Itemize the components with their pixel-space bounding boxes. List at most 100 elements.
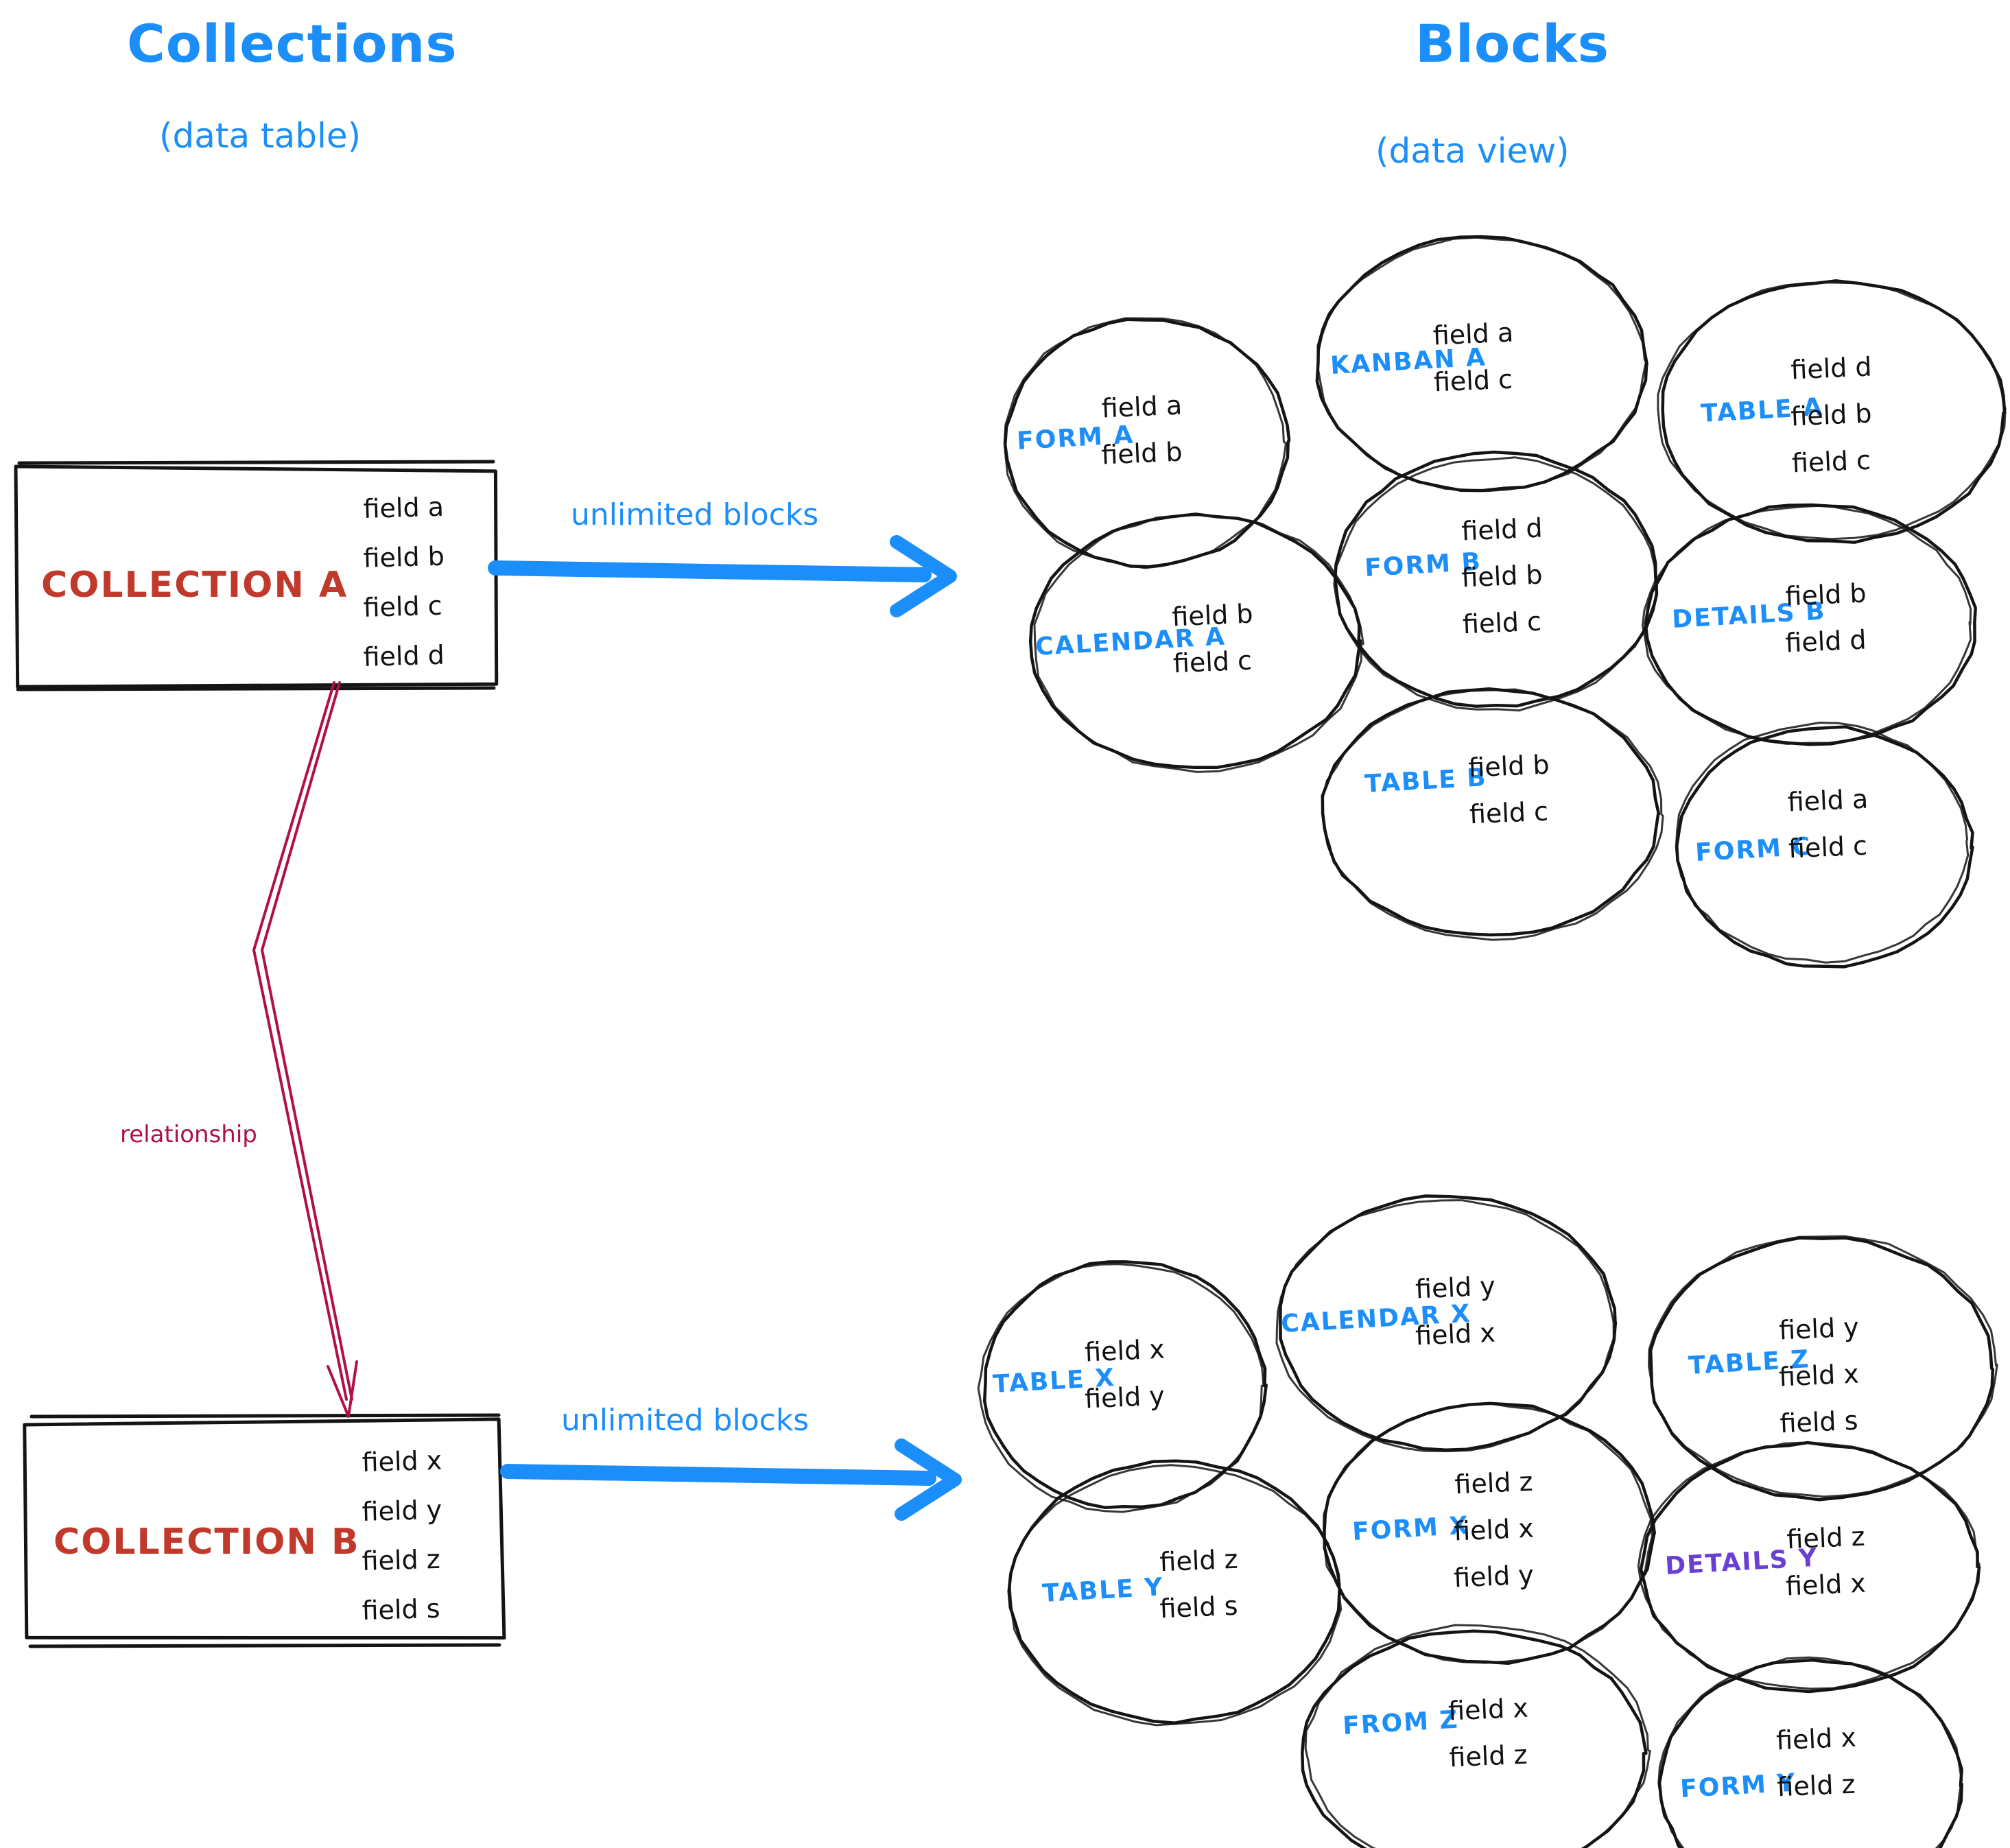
relationship-line xyxy=(261,681,353,1401)
block-type-label: TABLE A xyxy=(1700,393,1824,428)
collection-box-outline xyxy=(23,1417,506,1640)
block-type-label: FORM C xyxy=(1694,833,1812,867)
block-ellipse-outline xyxy=(1641,504,1972,745)
block-field-label: field b xyxy=(1461,560,1543,593)
block-field-label: field c xyxy=(1791,445,1871,479)
block-ellipse-outline xyxy=(1333,456,1658,712)
collection-field-label: field y xyxy=(362,1495,442,1527)
block-type-label: FORM X xyxy=(1351,1512,1470,1546)
unlimited-blocks-arrow: unlimited blocks xyxy=(488,497,957,617)
block-field-label: field b xyxy=(1784,578,1867,612)
block-ellipse-outline xyxy=(1321,688,1664,941)
block-field-label: field s xyxy=(1780,1406,1859,1439)
block-field-label: field a xyxy=(1101,390,1183,424)
block-field-label: field c xyxy=(1788,831,1868,864)
block-field-label: field a xyxy=(1787,784,1869,818)
collection-box-sketch-stroke xyxy=(17,460,495,465)
block-field-label: field c xyxy=(1172,645,1253,679)
block-field-label: field d xyxy=(1784,625,1867,659)
block-ellipse-outline xyxy=(1301,1629,1648,1848)
collection-field-label: field x xyxy=(362,1445,442,1478)
block-field-label: field y xyxy=(1084,1381,1165,1414)
relationship-layer: relationship xyxy=(120,681,358,1418)
block-ellipse-outline xyxy=(1033,514,1364,773)
relationship-arrow-head-icon xyxy=(327,1360,358,1418)
block-ellipse-outline xyxy=(1275,1199,1615,1452)
relationship-line xyxy=(252,681,348,1401)
block-field-label: field x xyxy=(1785,1568,1866,1602)
page-title-collections: Collections xyxy=(127,13,458,74)
block-field-label: field b xyxy=(1467,750,1550,783)
block-type-label: FORM A xyxy=(1016,420,1135,455)
block-ellipse-outline xyxy=(1028,512,1362,770)
block-ellipse-outline xyxy=(1648,1236,1995,1502)
block-type-label: TABLE Z xyxy=(1688,1345,1810,1380)
block-field-label: field z xyxy=(1786,1521,1866,1555)
left-heading-group: Collections (data table) xyxy=(127,13,458,156)
block-ellipse-outline xyxy=(1008,1464,1343,1727)
block-field-label: field a xyxy=(1432,318,1514,351)
block-field-label: field b xyxy=(1171,599,1253,632)
block-ellipse-outline xyxy=(1637,1441,1981,1690)
collection-name-label: COLLECTION A xyxy=(41,565,348,606)
collection-box-sketch-stroke xyxy=(16,686,496,691)
block-field-label: field s xyxy=(1159,1591,1239,1624)
block-node[interactable]: FORM C field a field c xyxy=(1675,722,1974,969)
block-field-label: field x xyxy=(1775,1722,1856,1756)
arrows-layer: unlimited blocks unlimited blocks xyxy=(488,497,962,1521)
block-type-label: TABLE Y xyxy=(1041,1573,1164,1608)
right-heading-group: Blocks (data view) xyxy=(1375,13,1609,171)
collection-box-sketch-stroke xyxy=(28,1643,501,1648)
block-field-label: field x xyxy=(1084,1334,1165,1368)
block-field-label: field b xyxy=(1790,399,1872,432)
block-ellipse-outline xyxy=(977,1263,1265,1513)
subtitle-blocks: (data view) xyxy=(1375,131,1570,171)
block-type-label: FORM Y xyxy=(1679,1769,1797,1803)
block-field-label: field x xyxy=(1447,1693,1528,1727)
arrow-label: unlimited blocks xyxy=(561,1403,809,1438)
block-ellipse-outline xyxy=(1644,503,1977,746)
arrow-shaft xyxy=(488,560,932,582)
collection-field-label: field a xyxy=(363,492,445,524)
block-field-label: field z xyxy=(1777,1769,1856,1803)
collection-field-label: field s xyxy=(362,1594,440,1626)
block-field-label: field y xyxy=(1453,1560,1534,1594)
block-ellipse-outline xyxy=(1675,722,1970,964)
block-field-label: field b xyxy=(1100,437,1183,471)
block-field-label: field z xyxy=(1449,1740,1528,1773)
block-node[interactable]: FORM Y field x field z xyxy=(1657,1656,1963,1848)
arrow-label: unlimited blocks xyxy=(571,497,818,532)
block-ellipse-outline xyxy=(1316,236,1647,493)
block-field-label: field y xyxy=(1778,1312,1859,1346)
unlimited-blocks-arrow: unlimited blocks xyxy=(500,1403,962,1521)
block-field-label: field z xyxy=(1454,1467,1534,1500)
arrow-shaft xyxy=(500,1464,936,1486)
block-type-label: FORM B xyxy=(1364,548,1482,582)
block-field-label: field z xyxy=(1159,1544,1239,1578)
block-field-label: field c xyxy=(1462,606,1542,640)
collection-field-label: field c xyxy=(363,591,442,623)
block-ellipse-outline xyxy=(1648,1235,1998,1498)
block-field-label: field x xyxy=(1778,1359,1859,1393)
collection-box-sketch-stroke xyxy=(29,1413,501,1419)
relationship-label: relationship xyxy=(120,1121,257,1148)
block-ellipse-outline xyxy=(1657,281,2007,541)
